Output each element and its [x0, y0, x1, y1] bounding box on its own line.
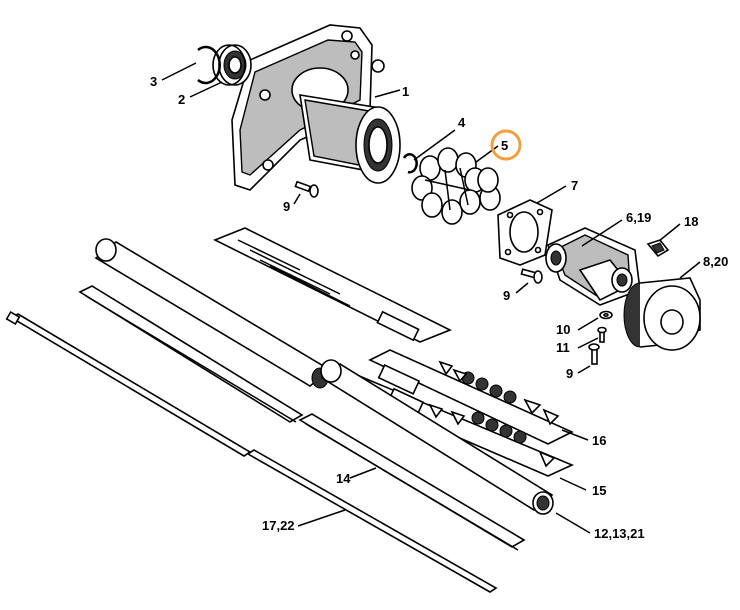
label-9-lower: 9: [566, 366, 573, 381]
label-17-22: 17,22: [262, 518, 295, 533]
rubber-damper: [411, 147, 501, 225]
drive-shaft: [5, 310, 498, 593]
label-1: 1: [402, 84, 409, 99]
leader-lines: [161, 62, 701, 534]
clamp-housing: [545, 227, 641, 306]
screw-11: [597, 326, 607, 343]
drive-tube-lower: [320, 359, 554, 515]
label-9-middle: 9: [503, 288, 510, 303]
label-15: 15: [592, 483, 606, 498]
label-8-20: 8,20: [703, 254, 728, 269]
label-4: 4: [458, 115, 466, 130]
screw-middle: [520, 268, 543, 284]
bearing: [212, 44, 252, 86]
deflector-cap: [623, 277, 701, 351]
label-7: 7: [571, 178, 578, 193]
label-6-19: 6,19: [626, 210, 651, 225]
plug: [646, 239, 670, 258]
circlip: [197, 45, 221, 85]
screw-lower: [588, 343, 600, 365]
label-2: 2: [178, 92, 185, 107]
drive-tube-upper: [94, 238, 332, 389]
label-12-13-21: 12,13,21: [594, 526, 645, 541]
gasket: [497, 199, 553, 266]
highlight-ring: [490, 129, 522, 161]
screw-upper: [294, 180, 319, 198]
label-16: 16: [592, 433, 606, 448]
liner-lower: [298, 413, 526, 551]
label-sheet-16: [213, 227, 452, 343]
label-11: 11: [556, 340, 570, 355]
label-18: 18: [684, 214, 698, 229]
label-14: 14: [336, 471, 351, 486]
warning-sticker-upper: [368, 349, 574, 445]
label-10: 10: [556, 322, 570, 337]
washer-10: [599, 310, 613, 320]
small-circlip: [402, 153, 418, 174]
liner-upper: [78, 285, 304, 423]
label-5: 5: [501, 138, 508, 153]
label-9-upper: 9: [283, 199, 290, 214]
label-3: 3: [150, 74, 157, 89]
gear-housing-flange: [231, 24, 401, 191]
